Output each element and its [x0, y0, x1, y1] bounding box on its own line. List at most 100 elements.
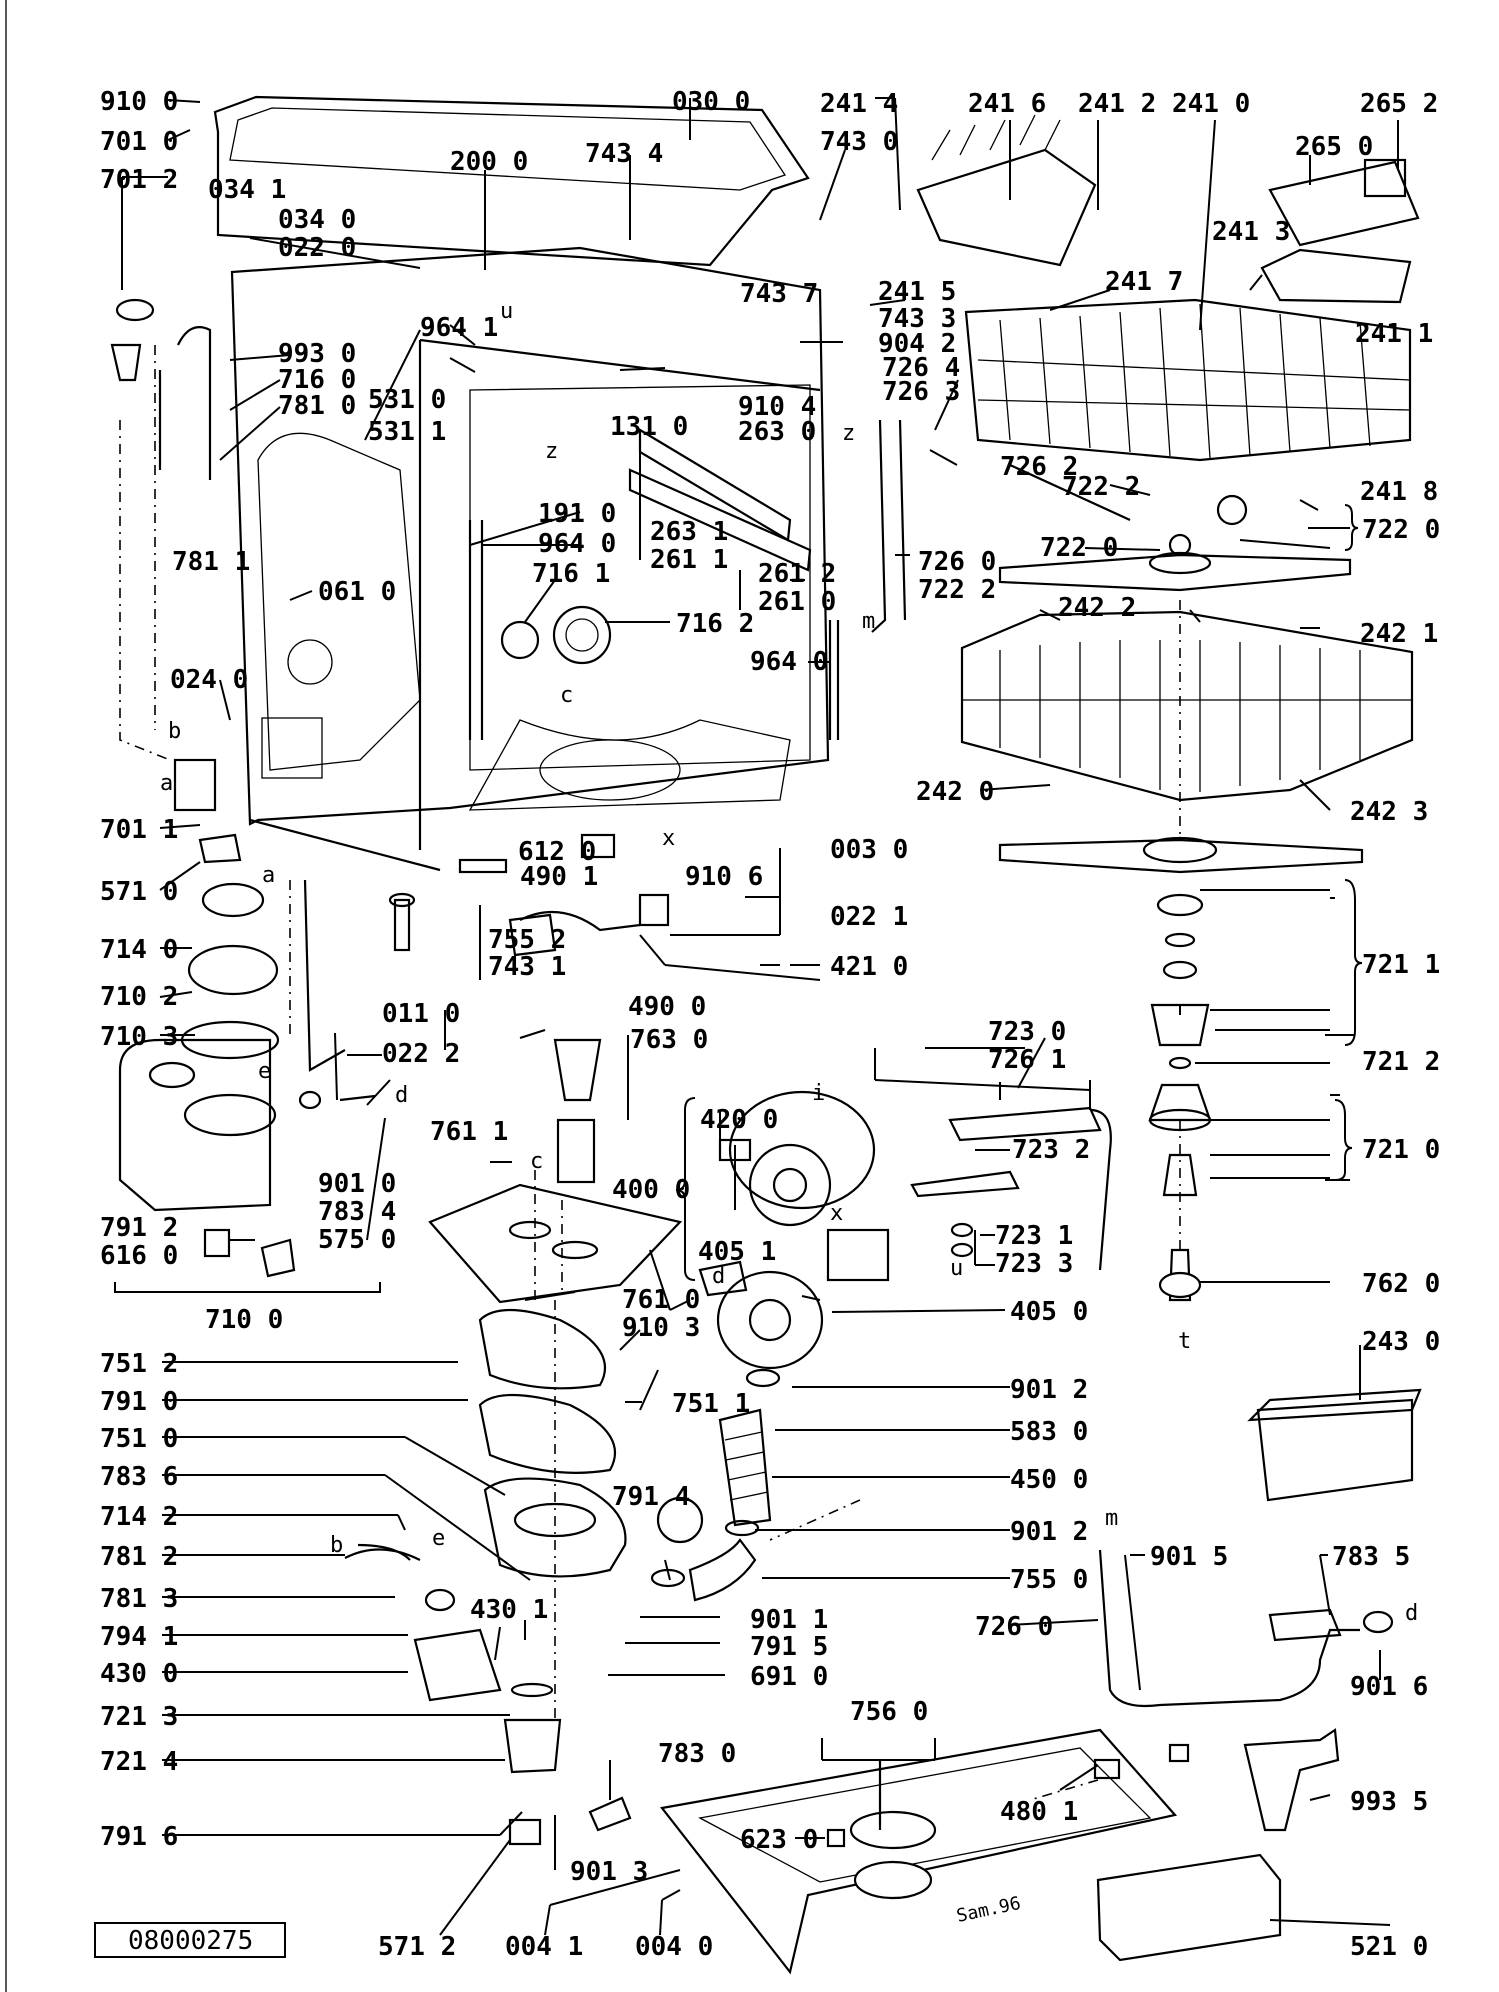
- label-004-0: 004 0: [635, 1932, 713, 1962]
- label-722-0b: 722 0: [1040, 533, 1118, 563]
- label-743-0: 743 0: [820, 127, 898, 157]
- label-191-0: 191 0: [538, 499, 616, 529]
- base-signature: Sam.96: [955, 1893, 1023, 1927]
- letter-m2: m: [1105, 1506, 1118, 1531]
- label-430-1: 430 1: [470, 1595, 548, 1625]
- label-011-0: 011 0: [382, 999, 460, 1029]
- label-701-1: 701 1: [100, 815, 178, 845]
- label-241-7: 241 7: [1105, 267, 1183, 297]
- letter-e2: e: [432, 1526, 445, 1551]
- label-763-0: 763 0: [630, 1025, 708, 1055]
- label-241-0: 241 0: [1172, 89, 1250, 119]
- letter-d1: d: [395, 1083, 408, 1108]
- label-710-0: 710 0: [205, 1305, 283, 1335]
- label-901-0: 901 0: [318, 1169, 396, 1199]
- label-726-0b: 726 0: [975, 1612, 1053, 1642]
- label-964-0: 964 0: [538, 529, 616, 559]
- label-571-2: 571 2: [378, 1932, 456, 1962]
- label-261-2: 261 2: [758, 559, 836, 589]
- label-726-2: 726 2: [1000, 452, 1078, 482]
- label-721-2: 721 2: [1362, 1047, 1440, 1077]
- label-261-0: 261 0: [758, 587, 836, 617]
- label-781-1: 781 1: [172, 547, 250, 577]
- label-242-3: 242 3: [1350, 797, 1428, 827]
- label-901-6: 901 6: [1350, 1672, 1428, 1702]
- label-030-0: 030 0: [672, 87, 750, 117]
- label-791-4: 791 4: [612, 1482, 690, 1512]
- parts-drawing: [110, 95, 1422, 1975]
- label-034-0: 034 0: [278, 205, 356, 235]
- label-723-0: 723 0: [988, 1017, 1066, 1047]
- braces: [114, 504, 1363, 1745]
- label-241-2: 241 2: [1078, 89, 1156, 119]
- label-265-2: 265 2: [1360, 89, 1438, 119]
- label-743-1: 743 1: [488, 952, 566, 982]
- label-490-0: 490 0: [628, 992, 706, 1022]
- letter-m1: m: [862, 609, 875, 634]
- label-716-1: 716 1: [532, 559, 610, 589]
- letter-b2: b: [330, 1533, 343, 1558]
- upper-basket-part: [964, 298, 1412, 462]
- label-723-2: 723 2: [1012, 1135, 1090, 1165]
- label-612-0: 612 0: [518, 837, 596, 867]
- label-261-1: 261 1: [650, 545, 728, 575]
- label-710-2: 710 2: [100, 982, 178, 1012]
- label-791-0: 791 0: [100, 1387, 178, 1417]
- label-701-0: 701 0: [100, 127, 178, 157]
- label-726-4: 726 4: [882, 353, 960, 383]
- lower-basket-part: [960, 610, 1414, 802]
- label-263-1: 263 1: [650, 517, 728, 547]
- label-200-0: 200 0: [450, 147, 528, 177]
- label-783-5: 783 5: [1332, 1542, 1410, 1572]
- drawing-number: 08000275: [128, 1926, 253, 1956]
- label-743-4: 743 4: [585, 139, 663, 169]
- wash-motor-part: [728, 1090, 876, 1210]
- label-480-1: 480 1: [1000, 1797, 1078, 1827]
- label-901-3: 901 3: [570, 1857, 648, 1887]
- label-716-0: 716 0: [278, 365, 356, 395]
- base-plate-part: [660, 1728, 1178, 1975]
- part-labels: 910 0 701 0 701 2 034 1 030 0 200 0 743 …: [100, 87, 1440, 1962]
- letter-x1: x: [662, 826, 675, 851]
- label-022-0: 022 0: [278, 233, 356, 263]
- letter-e1: e: [258, 1059, 271, 1084]
- label-242-0: 242 0: [916, 777, 994, 807]
- letter-c1: c: [560, 683, 573, 708]
- label-901-2b: 901 2: [1010, 1517, 1088, 1547]
- alignment-lines: [119, 345, 1181, 1801]
- letter-a2: a: [262, 863, 275, 888]
- label-756-0: 756 0: [850, 1697, 928, 1727]
- label-714-0: 714 0: [100, 935, 178, 965]
- label-716-2: 716 2: [676, 609, 754, 639]
- label-781-0: 781 0: [278, 391, 356, 421]
- cabinet-part: [230, 246, 830, 826]
- label-701-2: 701 2: [100, 165, 178, 195]
- label-242-1: 242 1: [1360, 619, 1438, 649]
- label-791-2: 791 2: [100, 1213, 178, 1243]
- letter-a1: a: [160, 771, 173, 796]
- label-623-0: 623 0: [740, 1825, 818, 1855]
- label-901-5: 901 5: [1150, 1542, 1228, 1572]
- label-131-0: 131 0: [610, 412, 688, 442]
- label-761-1: 761 1: [430, 1117, 508, 1147]
- letter-u2: u: [950, 1256, 963, 1281]
- label-762-0: 762 0: [1362, 1269, 1440, 1299]
- letter-t1: t: [1178, 1329, 1191, 1354]
- label-755-2: 755 2: [488, 925, 566, 955]
- label-910-3: 910 3: [622, 1313, 700, 1343]
- label-691-0: 691 0: [750, 1662, 828, 1692]
- label-405-1: 405 1: [698, 1237, 776, 1267]
- label-964-1: 964 1: [420, 313, 498, 343]
- letter-d3: d: [712, 1264, 725, 1289]
- label-783-4: 783 4: [318, 1197, 396, 1227]
- label-022-2: 022 2: [382, 1039, 460, 1069]
- label-722-2: 722 2: [1062, 472, 1140, 502]
- label-910-0: 910 0: [100, 87, 178, 117]
- label-723-3: 723 3: [995, 1249, 1073, 1279]
- label-781-2: 781 2: [100, 1542, 178, 1572]
- letter-u: u: [500, 299, 513, 324]
- leader-lines: [121, 97, 1399, 1936]
- label-791-6: 791 6: [100, 1822, 178, 1852]
- label-024-0: 024 0: [170, 665, 248, 695]
